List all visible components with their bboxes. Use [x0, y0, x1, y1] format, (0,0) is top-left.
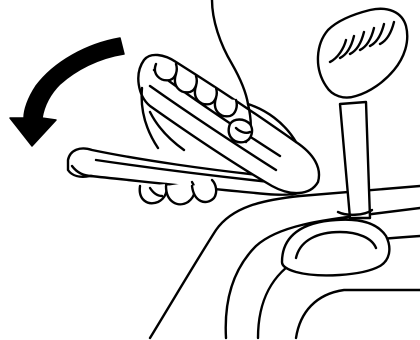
gear-shift-boot	[282, 220, 389, 276]
motion-arrow	[10, 38, 124, 146]
gear-shift-knob	[318, 9, 407, 218]
